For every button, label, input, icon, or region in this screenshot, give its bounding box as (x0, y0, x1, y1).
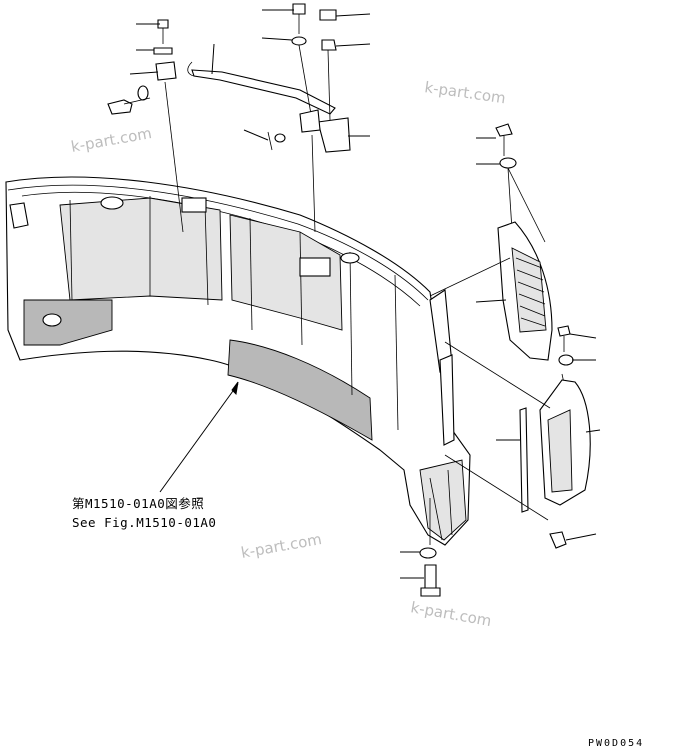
top-left-hardware (107, 19, 184, 233)
bottom-hardware (419, 498, 441, 597)
counterweight-body (5, 176, 471, 546)
leader-lines (129, 9, 601, 579)
reference-note: 第M1510-01A0図参照 See Fig.M1510-01A0 (72, 496, 216, 530)
watermark-1: k-part.com (423, 78, 506, 107)
reference-line-english: See Fig.M1510-01A0 (72, 515, 216, 530)
watermark-3: k-part.com (240, 530, 324, 562)
watermark-2: k-part.com (70, 124, 154, 156)
reference-line-japanese: 第M1510-01A0図参照 (72, 496, 204, 511)
top-right-hardware (267, 3, 351, 233)
drawing-code: PW0D054 (588, 738, 644, 749)
rod-assembly (187, 61, 336, 115)
lower-side-panel (444, 325, 591, 549)
upper-louver-panel (429, 123, 553, 361)
watermark-4: k-part.com (409, 598, 493, 630)
